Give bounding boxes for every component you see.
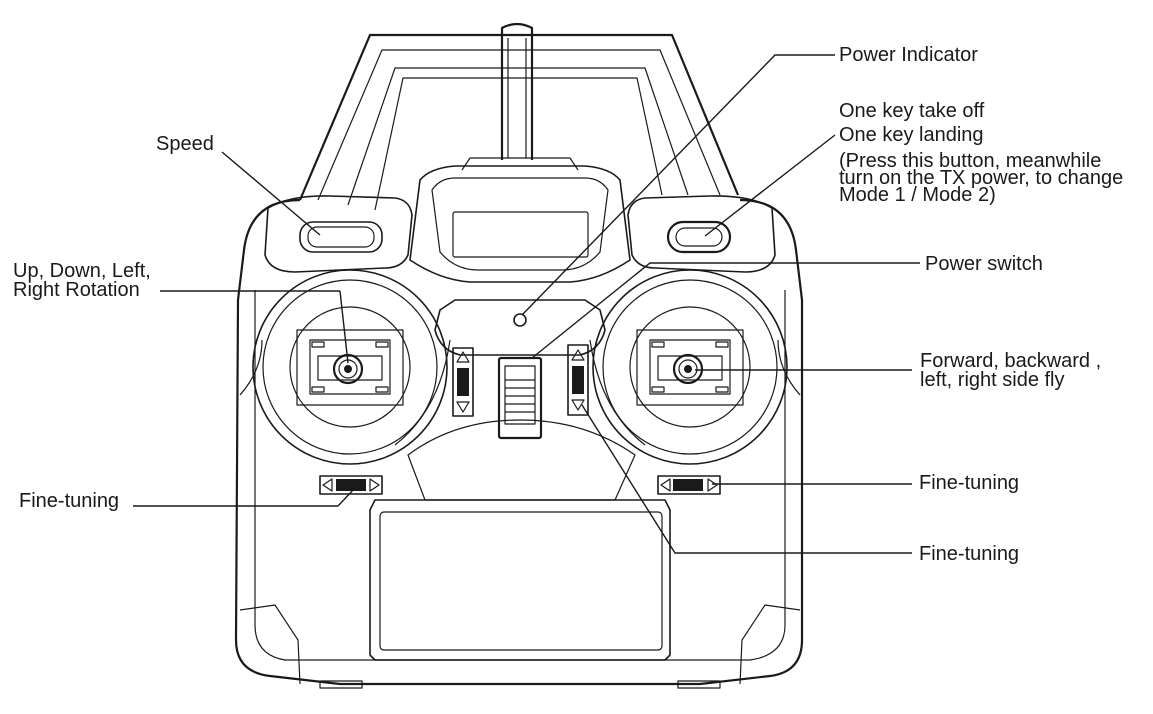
mode-note-line-1: (Press this button, meanwhile (839, 150, 1102, 172)
one-key-landing-label: One key landing (839, 124, 984, 146)
battery-cover (369, 499, 671, 661)
antenna (461, 22, 579, 171)
speed-label: Speed (156, 133, 214, 155)
left-stick[interactable] (252, 269, 448, 465)
display-housing (409, 165, 631, 283)
left-stick-label-line-2: Right Rotation (13, 279, 140, 301)
left-stick-label-line-1: Up, Down, Left, (13, 260, 151, 282)
transmitter-body (234, 198, 804, 689)
right-vertical-trim[interactable] (567, 344, 589, 416)
fine-tuning-left-label: Fine-tuning (19, 490, 120, 512)
center-panel (394, 299, 646, 501)
power-switch[interactable] (497, 356, 543, 440)
power-indicator-label: Power Indicator (839, 44, 978, 66)
leader-lines (133, 54, 920, 554)
fine-tuning-right-label: Fine-tuning (919, 472, 1020, 494)
one-key-button[interactable] (666, 220, 732, 254)
mode-note-line-3: Mode 1 / Mode 2) (839, 184, 996, 206)
speed-button[interactable] (299, 221, 383, 253)
power-switch-label: Power switch (925, 253, 1043, 275)
mode-change-note: (Press this button, meanwhile turn on th… (839, 150, 1124, 206)
right-stick-label-line-1: Forward, backward , (920, 350, 1102, 372)
right-stick[interactable] (592, 269, 788, 465)
fine-tuning-bottom-label: Fine-tuning (919, 543, 1020, 565)
carry-handle (298, 33, 740, 211)
left-horizontal-trim[interactable] (319, 475, 383, 495)
right-horizontal-trim[interactable] (657, 475, 721, 495)
right-stick-label-line-2: left, right side fly (920, 369, 1065, 391)
mode-note-line-2: turn on the TX power, to change (839, 167, 1124, 189)
left-vertical-trim[interactable] (452, 347, 474, 417)
right-stick-label: Forward, backward , left, right side fly (920, 350, 1102, 391)
power-indicator-led (513, 313, 527, 327)
left-stick-label: Up, Down, Left, Right Rotation (13, 260, 151, 301)
one-key-takeoff-label: One key take off (839, 100, 985, 122)
